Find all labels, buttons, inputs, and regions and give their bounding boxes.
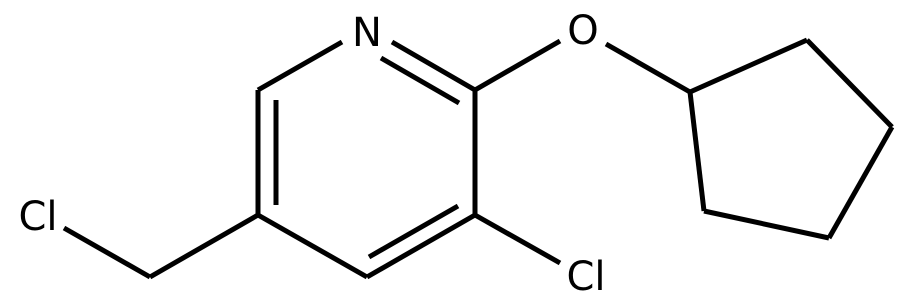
bond-c5-ch2 <box>148 212 260 280</box>
bond-cp5-cp1 <box>687 91 707 212</box>
bond-c2-o <box>473 38 562 93</box>
bond-n-c2-double <box>379 55 461 106</box>
bond-cp4-cp5 <box>703 208 830 241</box>
bond-c3-c4-double <box>367 203 460 260</box>
pyridine-ring <box>255 39 478 280</box>
bond-n-c2 <box>390 39 477 93</box>
bond-c3-cl <box>473 212 562 266</box>
bond-ch2-cl <box>62 225 152 280</box>
bond-cp1-cp2 <box>688 37 809 95</box>
bond-c4-c5 <box>256 212 369 280</box>
cyclopentyl-ring <box>687 37 895 241</box>
bond-cp2-cp3 <box>805 38 894 129</box>
bond-cp3-cp4 <box>826 125 895 240</box>
ring-chlorine-label: Cl <box>566 254 605 300</box>
substituents <box>62 38 692 280</box>
bond-c3-c4 <box>365 212 477 280</box>
nitrogen-label: N <box>352 10 382 56</box>
atom-labels: N O Cl Cl <box>18 8 605 300</box>
bond-o-cyclopentyl <box>604 41 692 95</box>
methyl-chlorine-label: Cl <box>18 194 57 240</box>
bond-c6-n <box>256 39 344 93</box>
oxygen-label: O <box>567 8 598 54</box>
